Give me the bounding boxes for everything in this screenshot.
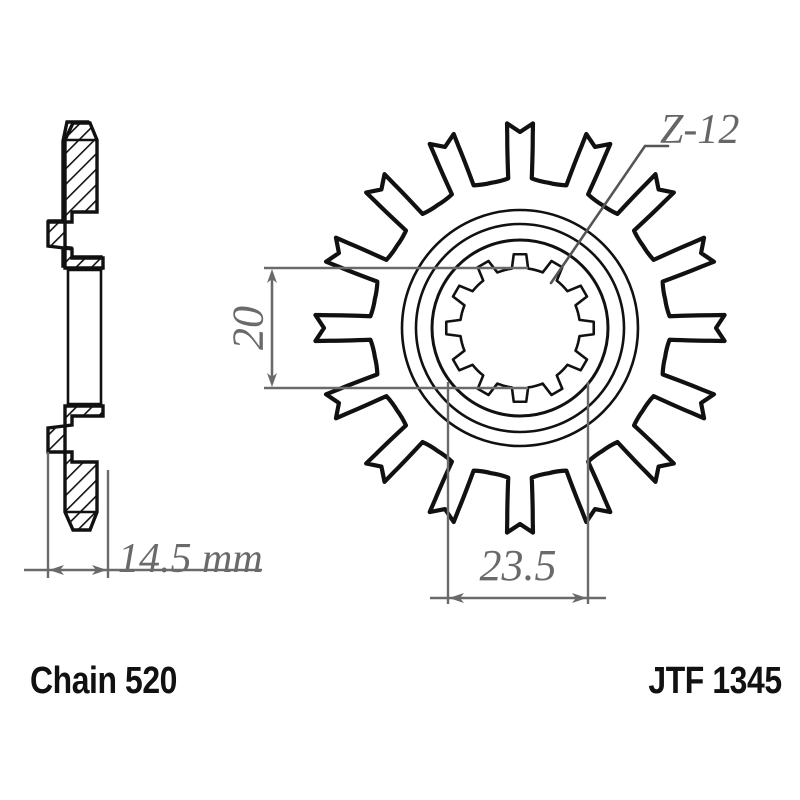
hub-circle-middle xyxy=(414,222,626,434)
hub-width-value: 23.5 xyxy=(480,541,557,590)
bore-height-value: 20 xyxy=(224,306,273,350)
face-view xyxy=(313,121,727,535)
bore-arrow-bottom xyxy=(267,373,277,387)
hub-circle-inner xyxy=(430,238,610,418)
sprocket-teeth-outline xyxy=(313,121,727,535)
hub-arrow-left xyxy=(449,593,464,603)
side-section-view xyxy=(46,120,105,532)
thk-arrow-left xyxy=(49,565,64,575)
spline-count-callout: Z-12 xyxy=(549,107,739,285)
bore-height-dimension: 20 xyxy=(224,266,528,390)
part-number-caption: JTF 1345 xyxy=(648,660,783,702)
side-upper-profile xyxy=(46,121,105,270)
thk-arrow-right xyxy=(92,565,107,575)
hub-circle-outer xyxy=(400,208,640,448)
spline-count-value: Z-12 xyxy=(660,107,739,153)
hub-arrow-right xyxy=(572,593,587,603)
thickness-dimension: 14.5 mm xyxy=(24,452,263,582)
caption-row: Chain 520 JTF 1345 xyxy=(0,660,800,740)
hub-width-dimension: 23.5 xyxy=(430,382,606,604)
chain-caption: Chain 520 xyxy=(30,660,178,702)
side-lower-profile xyxy=(46,404,105,532)
thickness-value: 14.5 mm xyxy=(118,536,263,582)
spline-leader-line xyxy=(549,144,670,285)
splined-bore-outline xyxy=(444,252,596,404)
bore-arrow-top xyxy=(267,269,277,283)
